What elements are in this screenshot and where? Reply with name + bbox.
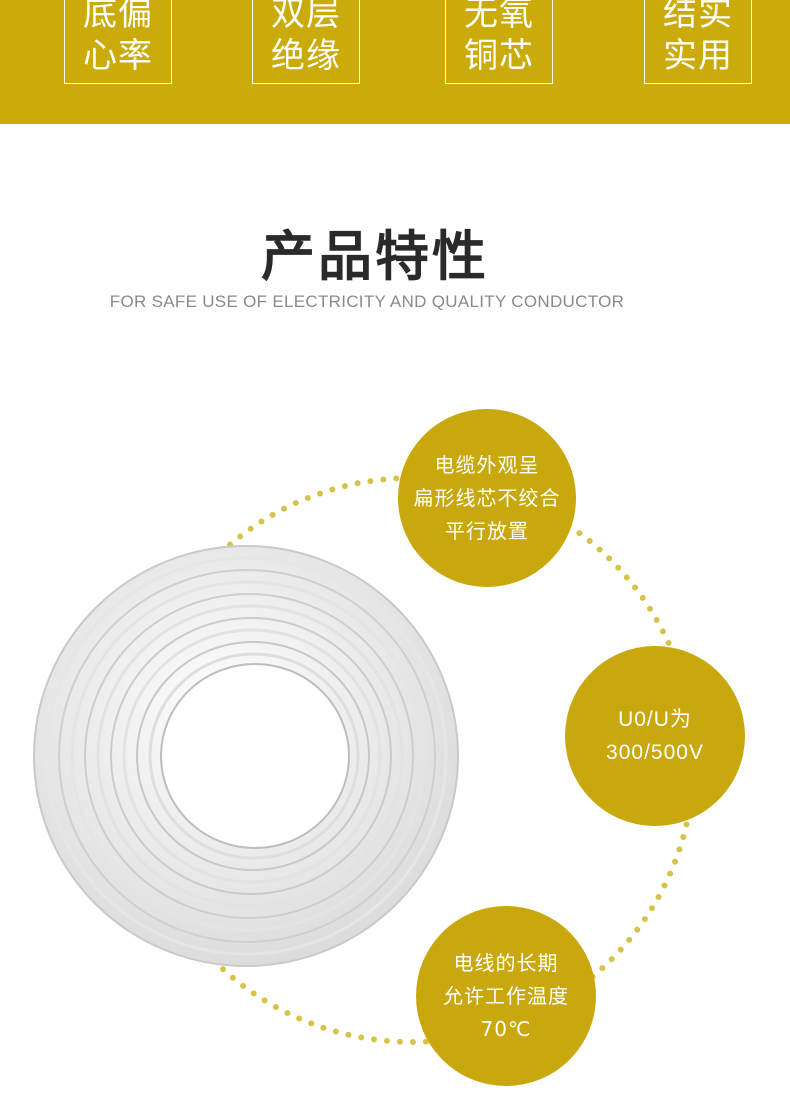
- badge-line: 实用: [663, 36, 733, 76]
- badge-line: 铜芯: [464, 36, 534, 76]
- feature-flat-parallel-cores: 电缆外观呈 扁形线芯不绞合 平行放置: [398, 409, 576, 587]
- badge-double-insulation: 双层 绝缘: [252, 0, 360, 84]
- badge-line: 心率: [83, 36, 153, 76]
- badge-line: 双层: [271, 0, 341, 34]
- badge-line: 无氧: [464, 0, 534, 34]
- feature-line: 300/500V: [606, 741, 704, 764]
- feature-line: 平行放置: [445, 518, 529, 543]
- badge-durable: 结实 实用: [644, 0, 752, 84]
- section-title: 产品特性: [261, 225, 489, 288]
- feature-line: 扁形线芯不绞合: [413, 485, 561, 510]
- section-subtitle: FOR SAFE USE OF ELECTRICITY AND QUALITY …: [109, 292, 625, 311]
- feature-line: 70℃: [480, 1016, 532, 1041]
- feature-line: U0/U为: [618, 708, 692, 731]
- feature-line: 允许工作温度: [443, 983, 569, 1008]
- cable-coil-image: [33, 545, 459, 967]
- badge-line: 结实: [663, 0, 733, 34]
- feature-line: 电缆外观呈: [434, 452, 540, 477]
- badge-line: 绝缘: [271, 36, 341, 76]
- feature-rated-voltage: U0/U为 300/500V: [565, 646, 745, 826]
- top-banner: 底偏 心率 双层 绝缘 无氧 铜芯 结实 实用: [0, 0, 790, 124]
- feature-line: 电线的长期: [453, 950, 559, 975]
- badge-line: 底偏: [83, 0, 153, 34]
- feature-operating-temperature: 电线的长期 允许工作温度 70℃: [416, 906, 596, 1086]
- badge-oxygen-free-copper: 无氧 铜芯: [445, 0, 553, 84]
- badge-low-eccentricity: 底偏 心率: [64, 0, 172, 84]
